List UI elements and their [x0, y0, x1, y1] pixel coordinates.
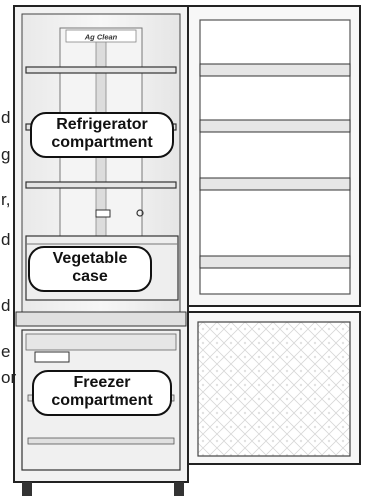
svg-text:Ag Clean: Ag Clean: [84, 33, 118, 42]
refrigerator-compartment-label: Refrigerator compartment: [30, 112, 174, 158]
compartment-divider: [16, 312, 186, 326]
edge-text-2: g: [1, 145, 10, 165]
vegetable-label-line-2: case: [30, 268, 150, 286]
freezer-compartment-label: Freezer compartment: [32, 370, 172, 416]
refrigerator-label-line-2: compartment: [32, 134, 172, 152]
vegetable-label-line-1: Vegetable: [30, 250, 150, 268]
vegetable-case-label: Vegetable case: [28, 246, 152, 292]
cabinet-feet: [22, 482, 184, 496]
edge-text-1: d: [1, 108, 10, 128]
ag-clean-badge: Ag Clean: [66, 30, 136, 42]
refrigerator-label-line-1: Refrigerator: [32, 116, 172, 134]
refrigerator-door: [188, 6, 360, 306]
edge-text-6: e: [1, 342, 10, 362]
edge-text-7: or: [1, 368, 16, 388]
edge-text-4: d: [1, 230, 10, 250]
freezer-door: [188, 312, 360, 464]
freezer-label-line-2: compartment: [34, 392, 170, 410]
edge-text-5: d: [1, 296, 10, 316]
edge-text-3: r,: [1, 190, 10, 210]
freezer-label-line-1: Freezer: [34, 374, 170, 392]
